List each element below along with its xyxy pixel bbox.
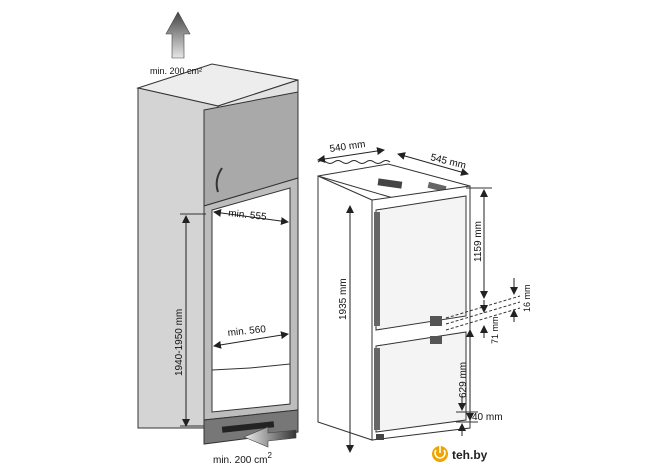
niche-opening — [211, 187, 291, 413]
watermark-text: teh.by — [452, 448, 488, 462]
upper-door-height-label: 1159 mm — [473, 221, 484, 262]
fridge-upper-door — [375, 195, 467, 331]
niche-height-label: 1940-1950 mm — [174, 309, 185, 376]
niche-width-top-line — [213, 208, 289, 226]
fridge-lower-door — [375, 331, 467, 433]
top-vent-label: min. 200 cm² — [150, 66, 202, 76]
niche-width-top-label: min. 555 — [228, 208, 268, 223]
gap-upper-label: 16 mm — [522, 284, 532, 312]
fridge-depth-line — [397, 152, 469, 176]
gap-mid-label: 71 mm — [490, 316, 500, 344]
fridge-group: 540 mm 545 mm 1935 mm 1159 mm 16 mm 71 m… — [317, 139, 532, 453]
niche-width-bottom-label: min. 560 — [227, 324, 267, 339]
bottom-vent-label: min. 200 cm2 — [213, 451, 272, 466]
fridge-height-label: 1935 mm — [338, 278, 349, 320]
fridge-width-label: 540 mm — [329, 139, 366, 155]
door-handle — [215, 167, 223, 193]
top-vent-arrow — [165, 11, 191, 59]
base-gap-label: 40 mm — [472, 412, 503, 423]
bottom-vent-arrow — [243, 426, 297, 448]
niche-width-bottom-line — [213, 331, 289, 349]
lower-door-height-label: 629 mm — [458, 362, 469, 398]
cabinet-group: min. 555 min. 560 1940-1950 mm min. 200 … — [136, 11, 299, 466]
watermark: teh.by — [432, 446, 488, 462]
fridge-width-line — [317, 147, 385, 163]
